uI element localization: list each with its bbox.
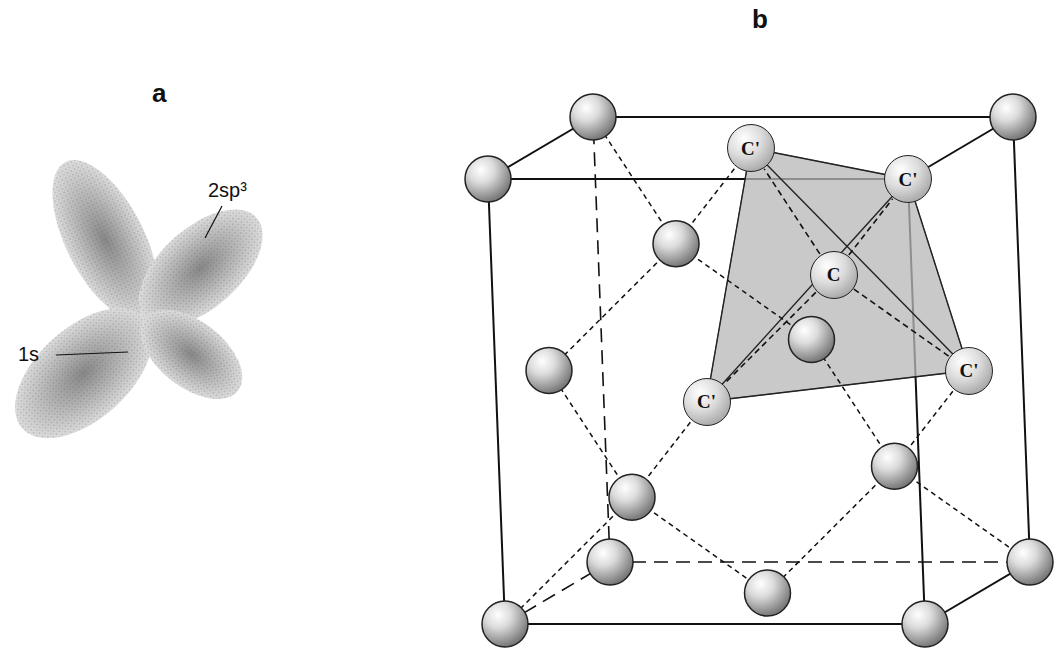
atom-label: C' [899,170,918,189]
bond-line [549,244,676,371]
leader-line [205,206,222,238]
tetrahedron-edge [707,371,970,402]
panel-letter: a [152,80,166,106]
cube-edge [505,623,925,625]
cube-edge [593,116,1013,118]
lobe-shade [0,284,176,463]
carbon-atom [570,94,616,140]
carbon-atom [990,94,1036,140]
cube-edge [488,179,505,624]
bond-line [724,292,816,383]
bond-line [768,466,895,593]
bond-line [764,169,820,254]
orbital-lobe [125,292,259,417]
carbon-atom [902,601,948,647]
carbon-atom [526,348,572,394]
tetrahedron-edge [707,179,909,402]
leader-line [56,352,128,355]
atom-circle: C' [945,347,993,395]
atom-label: C' [741,139,760,158]
orbital-lobe [0,284,176,463]
lobe-stipple [0,284,176,463]
bond-line [632,497,768,593]
orbital-label: 1s [18,344,39,364]
orbital-label: 2sp³ [208,180,247,200]
atom-label: C' [960,361,979,380]
atom-circle: C' [727,124,775,172]
atom-label: C [827,265,841,284]
atom-circle: C' [884,155,932,203]
cube-edge [593,117,610,562]
carbon-atom [789,317,835,363]
bond-line [849,199,893,255]
orbital-figure [0,144,283,462]
carbon-atom [872,443,918,489]
unit-cell [465,94,1053,647]
carbon-atom [482,601,528,647]
tetrahedron-edge [908,179,969,371]
tetrahedron-edge [751,148,970,371]
carbon-atom [653,221,699,267]
carbon-atom [1007,539,1053,585]
carbon-atom [587,539,633,585]
bond-line [895,466,1031,562]
cube-edge [610,561,1030,563]
atom-label: C' [697,392,716,411]
tetrahedron [707,148,970,402]
atom-circle: C' [683,378,731,426]
carbon-atom [745,570,791,616]
lobe-stipple [125,292,259,417]
cube-edge [1013,117,1030,562]
carbon-atom [465,156,511,202]
atom-circle: C [810,251,858,299]
bond-line [854,289,949,356]
lobe-shade [125,292,259,417]
carbon-atom [609,474,655,520]
panel-letter: b [752,6,768,32]
bond-line [676,244,812,340]
bond-line [505,497,632,624]
